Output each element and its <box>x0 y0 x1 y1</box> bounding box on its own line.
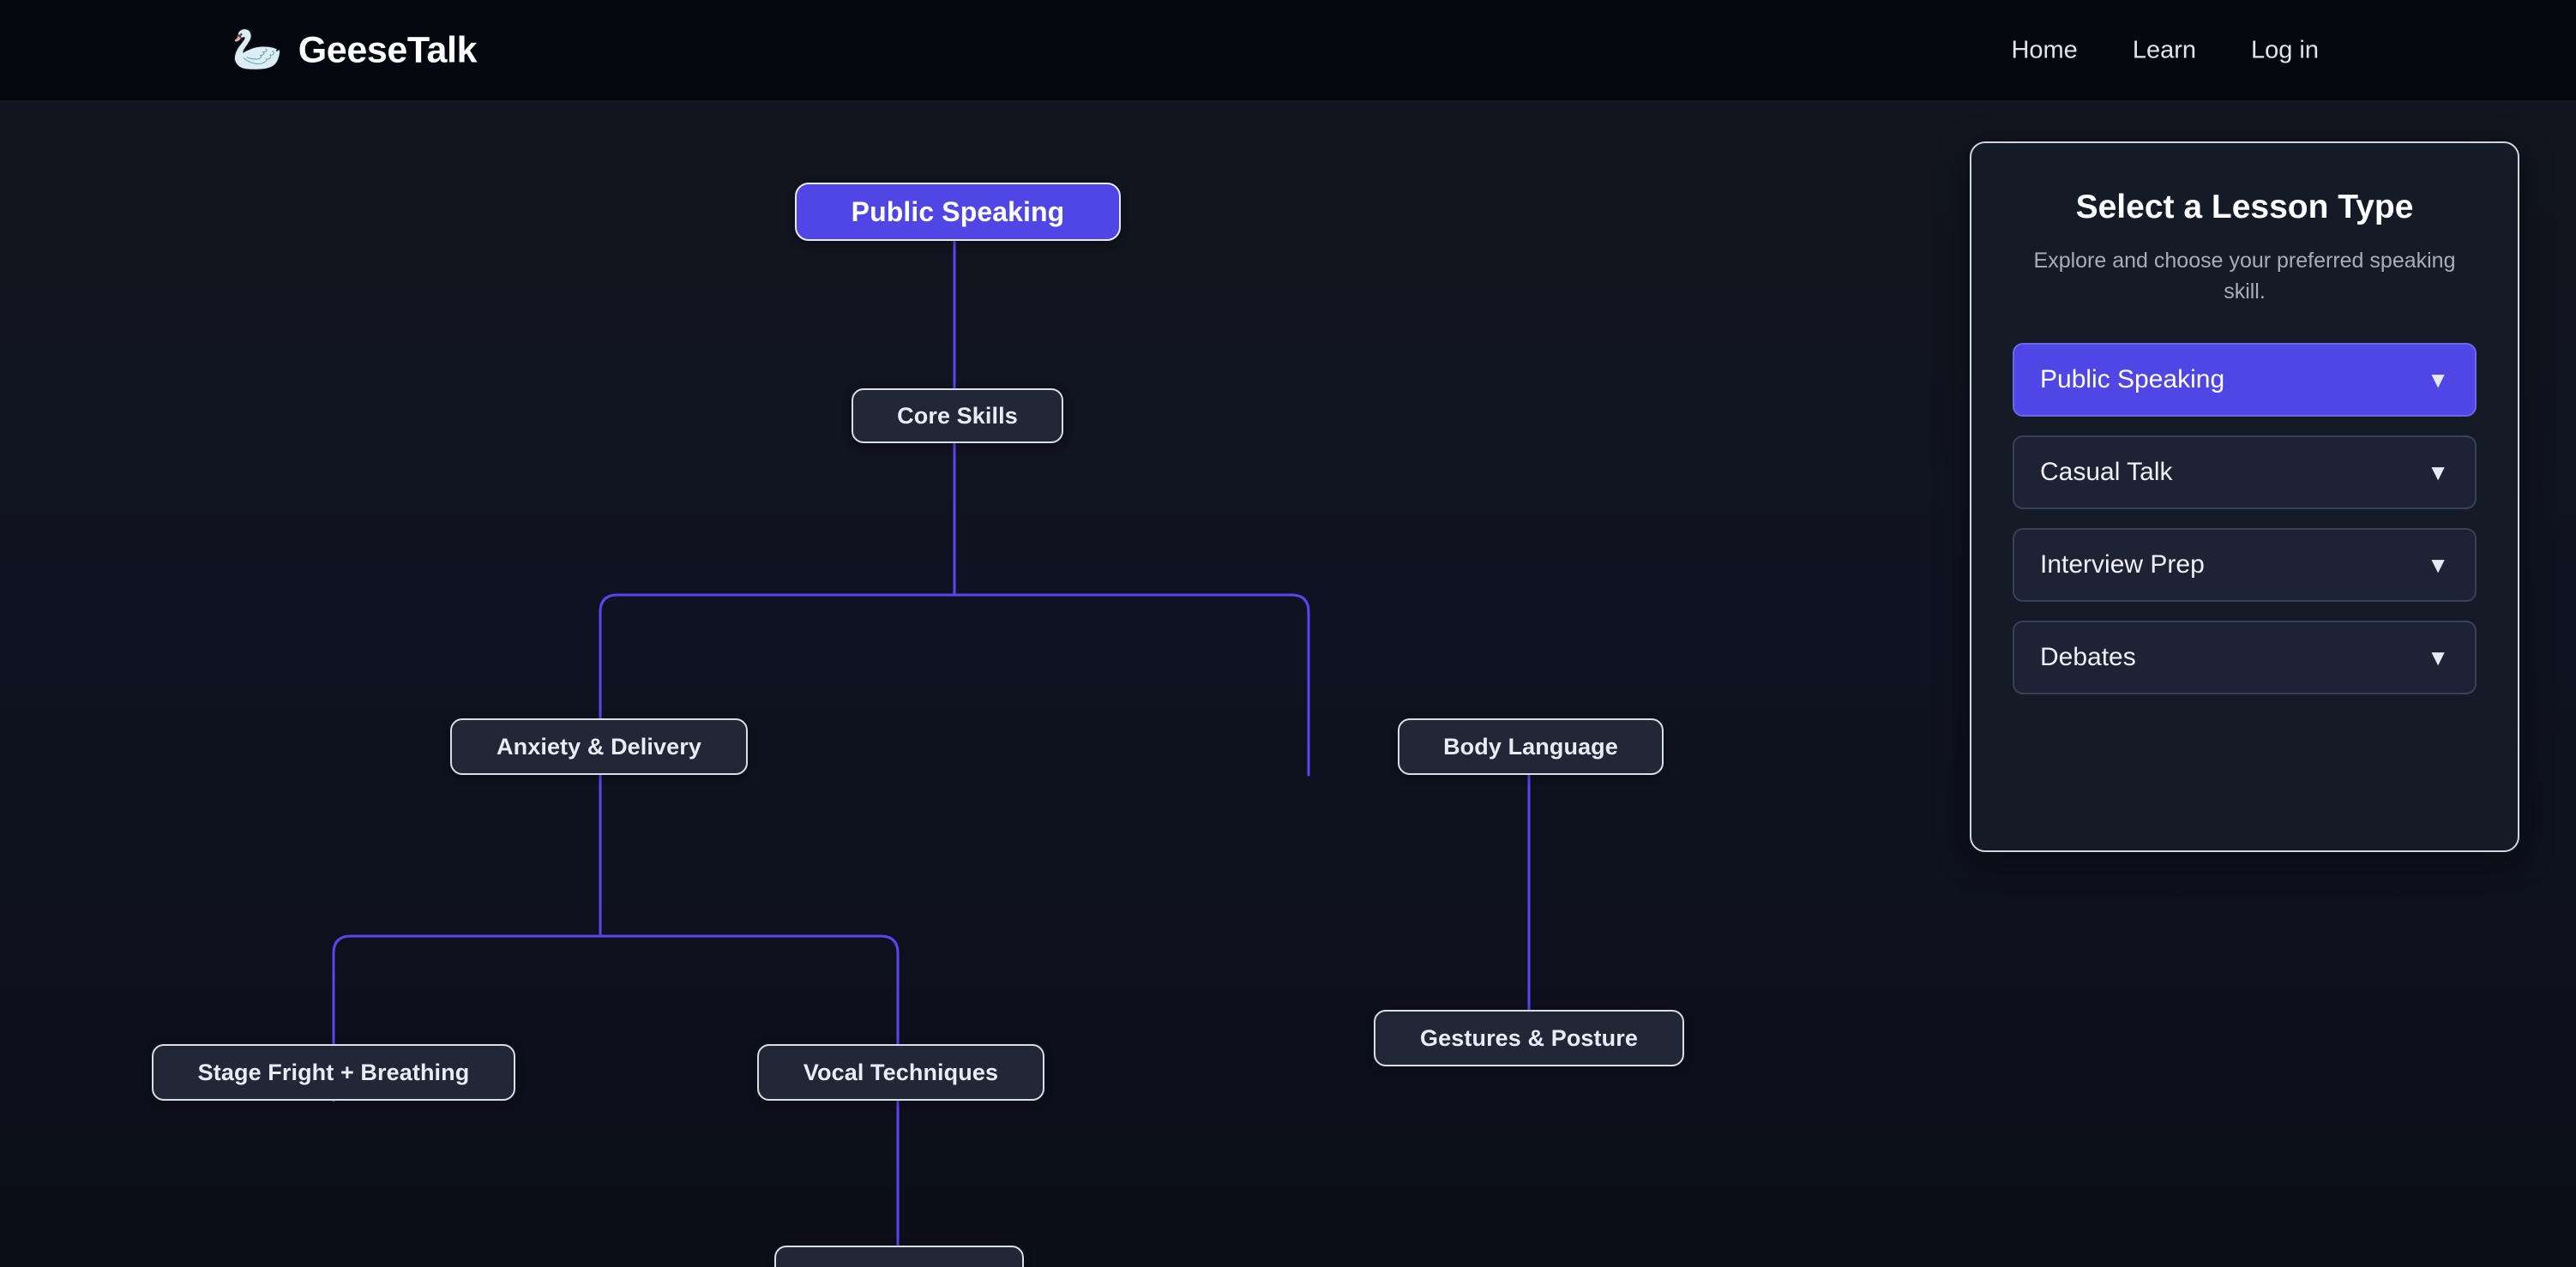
lesson-option-label: Debates <box>2040 643 2136 672</box>
nav-link-learn[interactable]: Learn <box>2132 36 2196 63</box>
panel-subtitle: Explore and choose your preferred speaki… <box>2033 248 2456 304</box>
tree-node-label: Vocal Techniques <box>803 1059 999 1085</box>
chevron-down-icon[interactable]: ▼ <box>2427 459 2449 486</box>
lesson-option-casual-talk[interactable]: Casual Talk ▼ <box>2013 435 2477 510</box>
top-navigation-bar: 🦢 GeeseTalk Home Learn Log in <box>0 0 2576 100</box>
tree-node-vocal-techniques[interactable]: Vocal Techniques <box>757 1044 1044 1101</box>
chevron-down-icon[interactable]: ▼ <box>2427 367 2449 393</box>
tree-node-label: Stage Fright + Breathing <box>197 1059 470 1085</box>
lesson-option-debates[interactable]: Debates ▼ <box>2013 621 2477 695</box>
tree-node-label: Anxiety & Delivery <box>497 733 701 760</box>
tree-node-offscreen-partial[interactable] <box>774 1246 1024 1267</box>
brand-logo[interactable]: 🦢 GeeseTalk <box>232 27 478 73</box>
tree-node-gestures-posture[interactable]: Gestures & Posture <box>1374 1010 1684 1066</box>
tree-node-label: Core Skills <box>897 402 1018 429</box>
tree-node-public-speaking[interactable]: Public Speaking <box>795 183 1121 241</box>
nav-link-home[interactable]: Home <box>2011 36 2078 63</box>
lesson-option-label: Public Speaking <box>2040 365 2225 394</box>
lesson-option-label: Interview Prep <box>2040 550 2205 579</box>
lesson-option-interview-prep[interactable]: Interview Prep ▼ <box>2013 528 2477 603</box>
panel-title: Select a Lesson Type <box>2075 189 2414 225</box>
tree-node-body-language[interactable]: Body Language <box>1398 718 1664 775</box>
chevron-down-icon[interactable]: ▼ <box>2427 552 2449 579</box>
tree-node-core-skills[interactable]: Core Skills <box>852 388 1063 443</box>
tree-node-anxiety-delivery[interactable]: Anxiety & Delivery <box>450 718 748 775</box>
lesson-option-public-speaking[interactable]: Public Speaking ▼ <box>2013 343 2477 417</box>
nav-link-login[interactable]: Log in <box>2250 36 2319 63</box>
lesson-type-panel: Select a Lesson Type Explore and choose … <box>1970 141 2519 852</box>
brand-name: GeeseTalk <box>298 29 478 70</box>
tree-node-label: Gestures & Posture <box>1420 1024 1638 1051</box>
tree-node-stage-fright-breathing[interactable]: Stage Fright + Breathing <box>152 1044 515 1101</box>
goose-icon: 🦢 <box>232 27 283 73</box>
tree-node-label: Body Language <box>1443 733 1618 760</box>
tree-node-label: Public Speaking <box>851 195 1065 227</box>
lesson-option-label: Casual Talk <box>2040 458 2173 487</box>
nav-links: Home Learn Log in <box>2011 36 2319 64</box>
chevron-down-icon[interactable]: ▼ <box>2427 645 2449 671</box>
lesson-option-list: Public Speaking ▼ Casual Talk ▼ Intervie… <box>2013 343 2477 695</box>
